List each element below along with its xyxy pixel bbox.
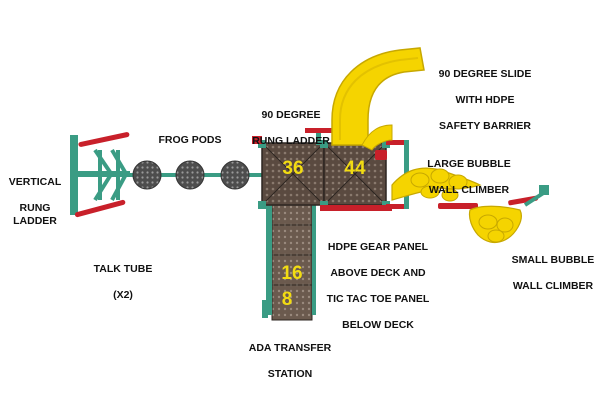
label-line: (X2): [113, 289, 133, 301]
label-line: RUNG LADDER: [252, 135, 330, 147]
talk-tube-top: [78, 132, 130, 147]
label-line: ADA TRANSFER: [248, 342, 332, 354]
label-line: VERTICAL: [8, 176, 62, 188]
label-line: WITH HDPE: [455, 94, 515, 106]
label-line: TALK TUBE: [93, 263, 153, 275]
label-frog-pods: FROG PODS: [150, 121, 230, 160]
label-line: ABOVE DECK AND: [330, 267, 426, 279]
label-hdpe-gear: HDPE GEAR PANEL ABOVE DECK AND TIC TAC T…: [323, 228, 433, 345]
label-small-bubble: SMALL BUBBLE WALL CLIMBER: [508, 241, 598, 306]
label-line: SMALL BUBBLE: [511, 254, 595, 266]
slide-90-degree: [331, 47, 425, 151]
label-line: WALL CLIMBER: [428, 184, 510, 196]
label-line: TIC TAC TOE PANEL: [326, 293, 430, 305]
label-talk-tube: TALK TUBE (X2): [78, 250, 168, 315]
label-line: 90 DEGREE: [261, 109, 321, 121]
label-line: STATION: [267, 368, 313, 380]
ada-transfer-station: [262, 195, 316, 321]
label-rung-ladder-90: 90 DEGREE RUNG LADDER: [246, 96, 336, 161]
label-line: RUNG LADDER: [13, 202, 57, 227]
rung-ladder-90: [305, 128, 333, 145]
label-slide-90: 90 DEGREE SLIDE WITH HDPE SAFETY BARRIER: [430, 55, 540, 146]
label-line: BELOW DECK: [342, 319, 414, 331]
vertical-rung-ladder: [70, 135, 130, 215]
talk-tube-bottom: [74, 199, 126, 218]
label-line: FROG PODS: [158, 134, 222, 146]
small-bubble-wall-climber: [438, 185, 549, 244]
deck-left: [261, 142, 325, 206]
large-bubble-wall-climber: [391, 167, 482, 202]
label-ada-transfer: ADA TRANSFER STATION: [245, 329, 335, 394]
deck-height-left: 36: [282, 158, 304, 179]
transfer-height-lower: 8: [281, 289, 293, 310]
label-large-bubble: LARGE BUBBLE WALL CLIMBER: [424, 145, 514, 210]
label-line: SAFETY BARRIER: [439, 120, 531, 132]
label-line: HDPE GEAR PANEL: [327, 241, 429, 253]
deck-height-right: 44: [344, 158, 366, 179]
frog-pods: [128, 160, 263, 190]
label-line: 90 DEGREE SLIDE: [438, 68, 532, 80]
label-line: LARGE BUBBLE: [427, 158, 511, 170]
label-line: WALL CLIMBER: [512, 280, 594, 292]
label-vertical-rung-ladder: VERTICAL RUNG LADDER: [0, 163, 70, 241]
transfer-height-upper: 16: [281, 263, 303, 284]
